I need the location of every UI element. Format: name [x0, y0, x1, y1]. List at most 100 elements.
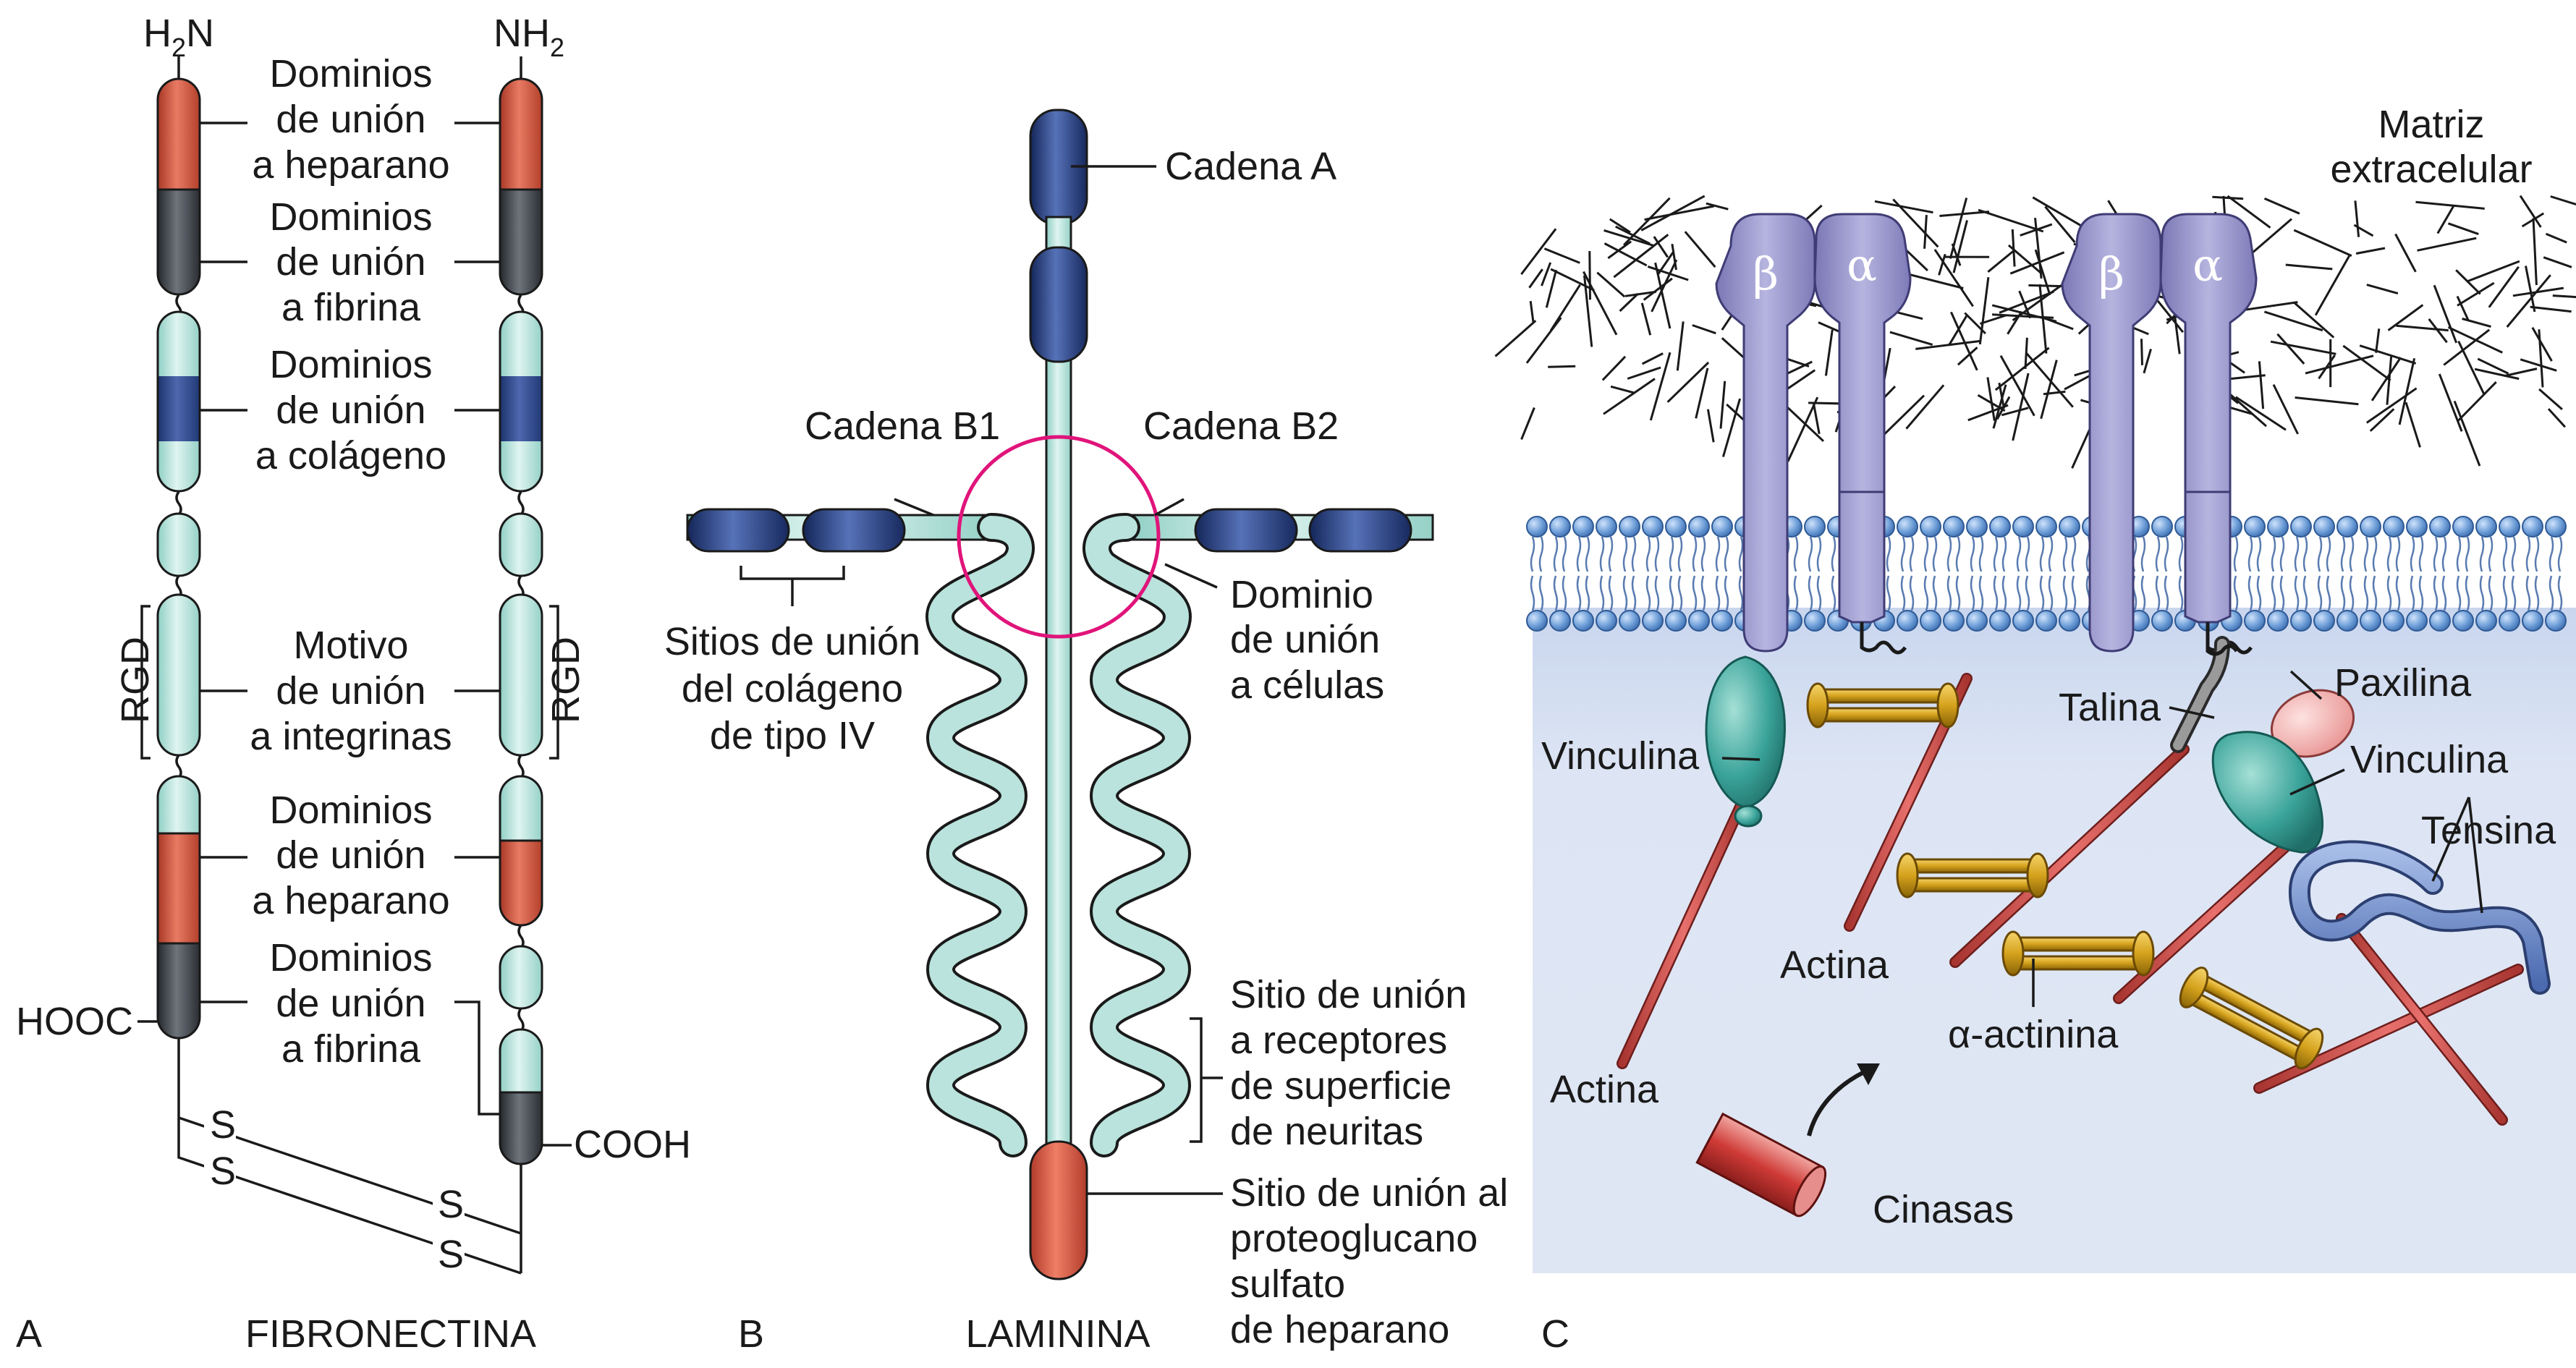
membrane-lipid-head: [2545, 610, 2567, 632]
membrane-lipid-head: [1920, 516, 1941, 538]
panel-b-laminin: Cadena A Cadena B1 Cadena B2 Sitios de u…: [664, 109, 1508, 1356]
beta-symbol-right: β: [2098, 247, 2124, 300]
ecm-fiber: [2272, 383, 2299, 435]
ecm-fiber: [2525, 265, 2536, 313]
membrane-lipid-head: [1711, 610, 1733, 632]
ecm-fiber: [1666, 361, 1710, 403]
svg-text:a heparano: a heparano: [252, 143, 449, 187]
left-n-terminus-label: H2N: [143, 12, 214, 62]
svg-text:Dominios: Dominios: [269, 936, 432, 980]
ecm-fiber: [1939, 211, 1990, 217]
membrane-lipid-head: [2290, 610, 2312, 632]
ecm-fiber: [1923, 215, 1928, 249]
ecm-fiber: [2263, 310, 2323, 332]
ecm-fiber: [2292, 301, 2335, 339]
tensin: [2291, 843, 2548, 992]
disulfide-s-1: S: [210, 1103, 236, 1147]
kinase-arrow: [1807, 1070, 1865, 1137]
membrane-lipid-head: [1526, 516, 1548, 538]
membrane-lipid-head: [1642, 610, 1664, 632]
svg-text:Sitio de unión al: Sitio de unión al: [1230, 1171, 1508, 1215]
label-fibrin-1: Dominios de unión a fibrina: [269, 195, 432, 329]
cooh-label: COOH: [574, 1123, 691, 1166]
ecm-fiber: [2506, 274, 2551, 328]
cell-domain-label: Dominio de unión a células: [1230, 573, 1384, 707]
ecm-fiber: [2520, 358, 2557, 372]
membrane-lipid-head: [1549, 610, 1571, 632]
panel-a-letter: A: [16, 1312, 42, 1356]
ecm-fiber: [1986, 377, 1996, 421]
ecm-fiber: [1657, 250, 1675, 275]
fibronectin-left-chain: [137, 56, 201, 1118]
ecm-fiber: [2293, 229, 2352, 257]
ecm-fiber: [1719, 381, 1726, 429]
ecm-fiber: [2009, 251, 2065, 275]
ecm-fiber: [2455, 269, 2481, 295]
laminin-b2-globule-1: [1194, 508, 1298, 553]
ecm-fiber: [2417, 237, 2477, 252]
fibronectin-right-chain: [499, 56, 572, 1273]
laminin-g-domain: [1029, 1140, 1088, 1280]
ecm-fiber: [1933, 249, 1974, 307]
membrane-lipid-head: [2151, 516, 2173, 538]
svg-text:Dominios: Dominios: [269, 789, 432, 832]
ecm-fiber: [1627, 366, 1661, 380]
ecm-fiber: [1905, 384, 1945, 430]
ecm-fiber: [2354, 200, 2360, 237]
ecm-fiber: [1520, 228, 1557, 276]
ecm-fiber: [2025, 352, 2074, 408]
membrane-lipid-head: [2059, 610, 2080, 632]
membrane-lipid-head: [1619, 610, 1640, 632]
ecm-fiber: [1994, 347, 2050, 391]
svg-text:de unión: de unión: [276, 98, 425, 141]
ecm-fiber: [2034, 218, 2043, 279]
membrane-lipid-head: [2290, 516, 2312, 538]
membrane-lipid-head: [2267, 610, 2289, 632]
ecm-fiber: [1644, 205, 1714, 221]
ecm-fiber: [2457, 381, 2497, 422]
ecm-fiber: [1529, 301, 1535, 323]
ecm-fiber: [1949, 197, 1968, 259]
ecm-fiber: [1601, 355, 1627, 381]
tensina-label: Tensina: [2421, 809, 2556, 852]
ecm-fiber: [2519, 195, 2542, 228]
svg-text:a receptores: a receptores: [1230, 1019, 1447, 1062]
ecm-fiber: [1978, 277, 1990, 345]
membrane-lipid-head: [1665, 516, 1687, 538]
ecm-fiber: [1991, 304, 2057, 323]
integrin-beta-right: [2061, 213, 2162, 653]
membrane-lipid-head: [2313, 610, 2335, 632]
membrane-lipid-head: [2475, 610, 2497, 632]
label-heparan-2: Dominios de unión a heparano: [252, 789, 449, 922]
ecm-fiber: [1613, 234, 1669, 279]
ecm-fiber: [1695, 368, 1709, 419]
membrane-lipid-head: [1897, 516, 1918, 538]
ecm-fiber: [1998, 382, 2005, 409]
integrin-left: β α: [1715, 213, 1912, 655]
integrin-right: β α: [2061, 213, 2258, 655]
membrane-lipid-head: [2406, 516, 2428, 538]
ecm-fiber: [1520, 407, 1535, 440]
laminin-a-globule-2: [1029, 246, 1088, 363]
svg-text:del colágeno: del colágeno: [682, 667, 903, 710]
chain-b2-label: Cadena B2: [1143, 404, 1339, 448]
hooc-label: HOOC: [16, 1000, 133, 1043]
ecm-fiber: [2396, 324, 2449, 332]
ecm-fiber: [1603, 378, 1656, 415]
ecm-fiber: [1671, 243, 1677, 271]
ecm-fiber: [1641, 352, 1664, 365]
ecm-fiber: [1676, 321, 1685, 371]
ecm-fiber: [2436, 205, 2455, 234]
svg-text:Dominios: Dominios: [269, 52, 432, 95]
membrane-lipid-head: [2313, 516, 2335, 538]
ecm-fiber: [1684, 231, 1716, 268]
ecm-fiber: [2355, 247, 2386, 255]
ecm-fiber: [2453, 400, 2481, 467]
ecm-fiber: [1653, 236, 1669, 258]
laminin-b1-globule-1: [686, 508, 790, 553]
membrane-lipid-head: [2244, 516, 2266, 538]
integrin-alpha-right: [2159, 213, 2258, 624]
svg-text:de unión: de unión: [276, 388, 425, 432]
cell-binding-circle: [957, 435, 1161, 639]
rgd-left: RGD: [114, 637, 157, 723]
